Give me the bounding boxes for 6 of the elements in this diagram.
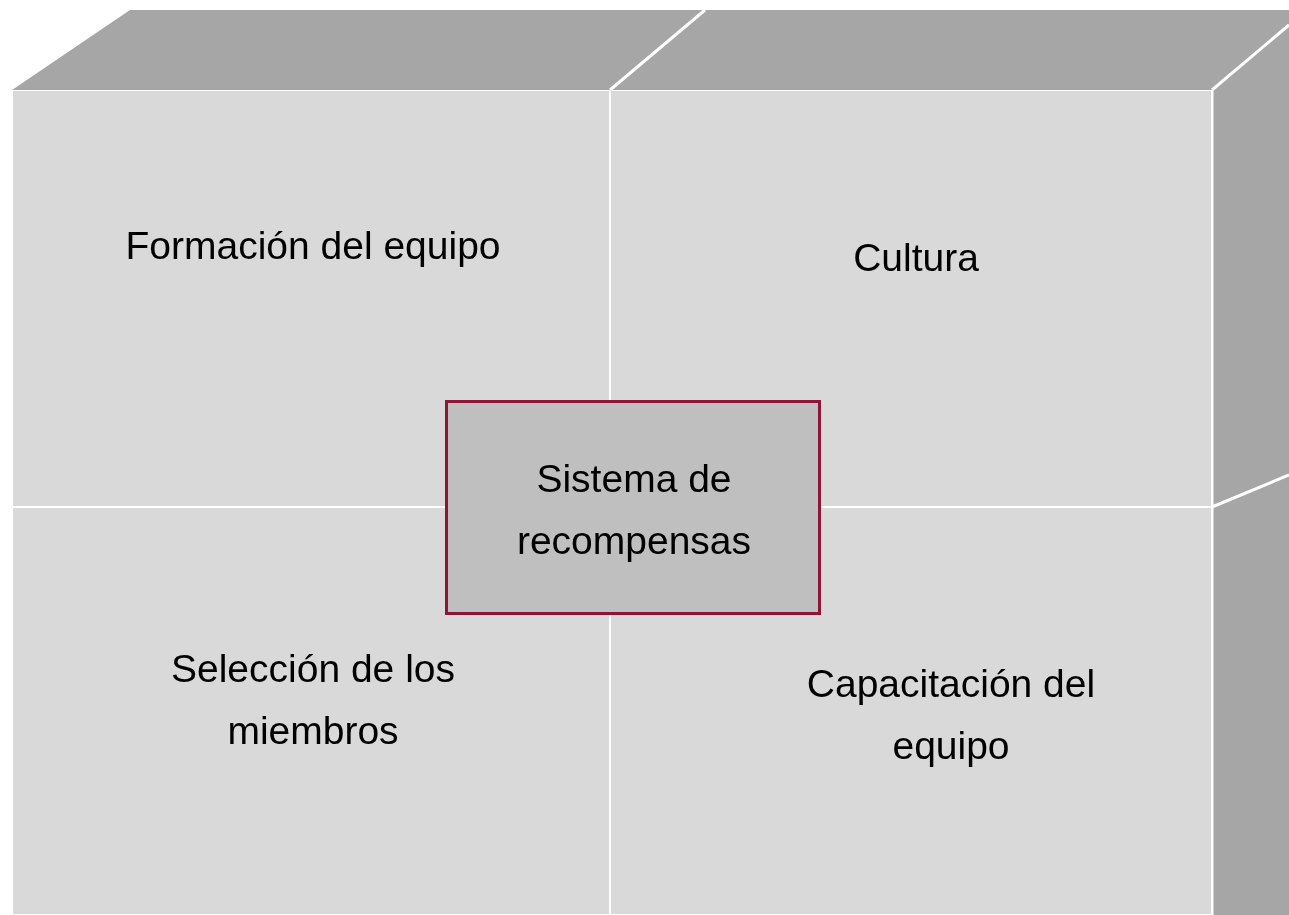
center-box bbox=[445, 400, 821, 615]
panel-text: Selección de los miembros bbox=[170, 646, 456, 754]
center-box-text: Sistema de recompensas bbox=[515, 456, 753, 564]
panel-text: Cultura bbox=[852, 235, 980, 281]
panel-text: Formación del equipo bbox=[124, 223, 502, 269]
panel-text: Capacitación del equipo bbox=[805, 661, 1097, 769]
